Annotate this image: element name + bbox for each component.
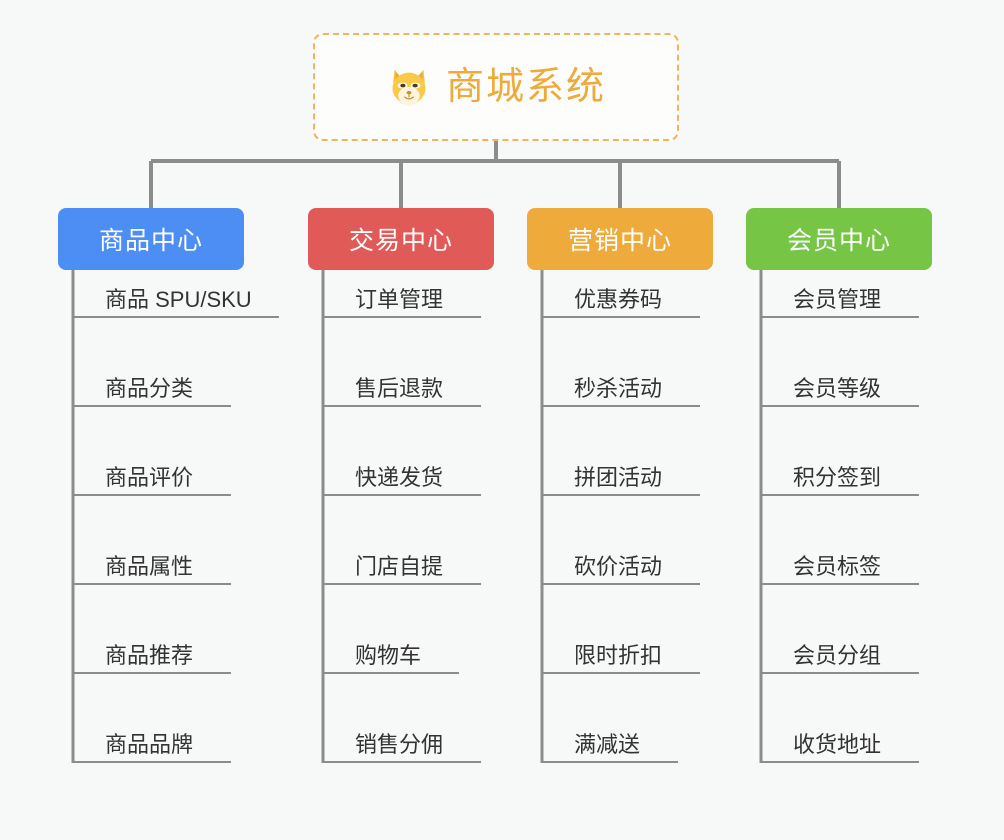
leaf-item[interactable]: 商品分类: [73, 318, 231, 407]
leaf-item[interactable]: 售后退款: [323, 318, 481, 407]
leaf-item[interactable]: 门店自提: [323, 496, 481, 585]
leaf-item-label: 商品推荐: [105, 642, 194, 668]
leaf-item[interactable]: 商品 SPU/SKU: [73, 229, 279, 318]
leaf-item[interactable]: 订单管理: [323, 229, 481, 318]
leaf-item-label: 购物车: [355, 642, 422, 668]
leaf-item[interactable]: 砍价活动: [542, 496, 700, 585]
leaf-item-label: 商品属性: [105, 553, 194, 579]
leaf-item-label: 会员标签: [793, 553, 882, 579]
branch-header-label: 营销中心: [567, 227, 672, 255]
branch-header-product-center[interactable]: 商品中心: [58, 208, 244, 270]
branch-header-member-center[interactable]: 会员中心: [746, 208, 932, 270]
leaf-item-label: 会员分组: [793, 642, 882, 668]
leaf-item-label: 满减送: [574, 731, 641, 757]
leaf-item[interactable]: 拼团活动: [542, 407, 700, 496]
leaf-item[interactable]: 商品属性: [73, 496, 231, 585]
leaf-item-label: 会员管理: [793, 286, 882, 312]
leaf-item-label: 拼团活动: [574, 464, 663, 490]
leaf-item-label: 商品分类: [105, 375, 194, 401]
leaf-item[interactable]: 购物车: [323, 585, 459, 674]
branch-header-label: 会员中心: [786, 227, 891, 255]
leaf-item[interactable]: 快递发货: [323, 407, 481, 496]
leaf-item-label: 会员等级: [793, 375, 882, 401]
leaf-item-label: 限时折扣: [574, 642, 663, 668]
leaf-item-label: 积分签到: [793, 464, 882, 490]
leaf-item[interactable]: 满减送: [542, 674, 678, 763]
leaf-item[interactable]: 商品评价: [73, 407, 231, 496]
leaf-item-label: 订单管理: [355, 286, 444, 312]
leaf-item[interactable]: 积分签到: [761, 407, 919, 496]
shiba-dog-emoji: [386, 64, 432, 110]
leaf-item[interactable]: 会员等级: [761, 318, 919, 407]
leaf-item-label: 售后退款: [355, 375, 444, 401]
root-title: 商城系统: [445, 66, 606, 108]
leaf-item-label: 优惠券码: [574, 286, 663, 312]
leaf-item-label: 商品评价: [105, 464, 194, 490]
leaf-item-label: 门店自提: [355, 553, 444, 579]
leaf-item-label: 收货地址: [793, 731, 882, 757]
branch-header-trade-center[interactable]: 交易中心: [308, 208, 494, 270]
leaf-item[interactable]: 商品品牌: [73, 674, 231, 763]
branch-header-marketing-center[interactable]: 营销中心: [527, 208, 713, 270]
branch-header-label: 交易中心: [348, 227, 453, 255]
leaf-item[interactable]: 商品推荐: [73, 585, 231, 674]
leaf-item-label: 销售分佣: [355, 731, 444, 757]
root-node[interactable]: 商城系统: [313, 33, 679, 141]
leaf-item-label: 秒杀活动: [574, 375, 663, 401]
leaf-item[interactable]: 会员分组: [761, 585, 919, 674]
leaf-item[interactable]: 会员管理: [761, 229, 919, 318]
leaf-item-label: 快递发货: [355, 464, 444, 490]
branch-header-label: 商品中心: [98, 227, 203, 255]
leaf-item[interactable]: 会员标签: [761, 496, 919, 585]
leaf-item[interactable]: 秒杀活动: [542, 318, 700, 407]
leaf-item[interactable]: 销售分佣: [323, 674, 481, 763]
leaf-item[interactable]: 限时折扣: [542, 585, 700, 674]
leaf-item[interactable]: 收货地址: [761, 674, 919, 763]
leaf-item-label: 砍价活动: [574, 553, 663, 579]
leaf-item-label: 商品 SPU/SKU: [105, 286, 252, 312]
leaf-item[interactable]: 优惠券码: [542, 229, 700, 318]
leaf-item-label: 商品品牌: [105, 731, 194, 757]
